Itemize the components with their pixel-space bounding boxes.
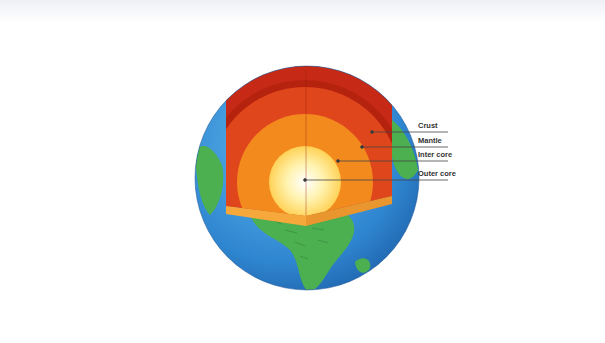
layer-label: Mantle [418,137,442,145]
layer-label: Crust [418,122,438,130]
top-band [0,0,605,22]
layer-label: Outer core [418,170,456,178]
layer-label: Inter core [418,151,452,159]
